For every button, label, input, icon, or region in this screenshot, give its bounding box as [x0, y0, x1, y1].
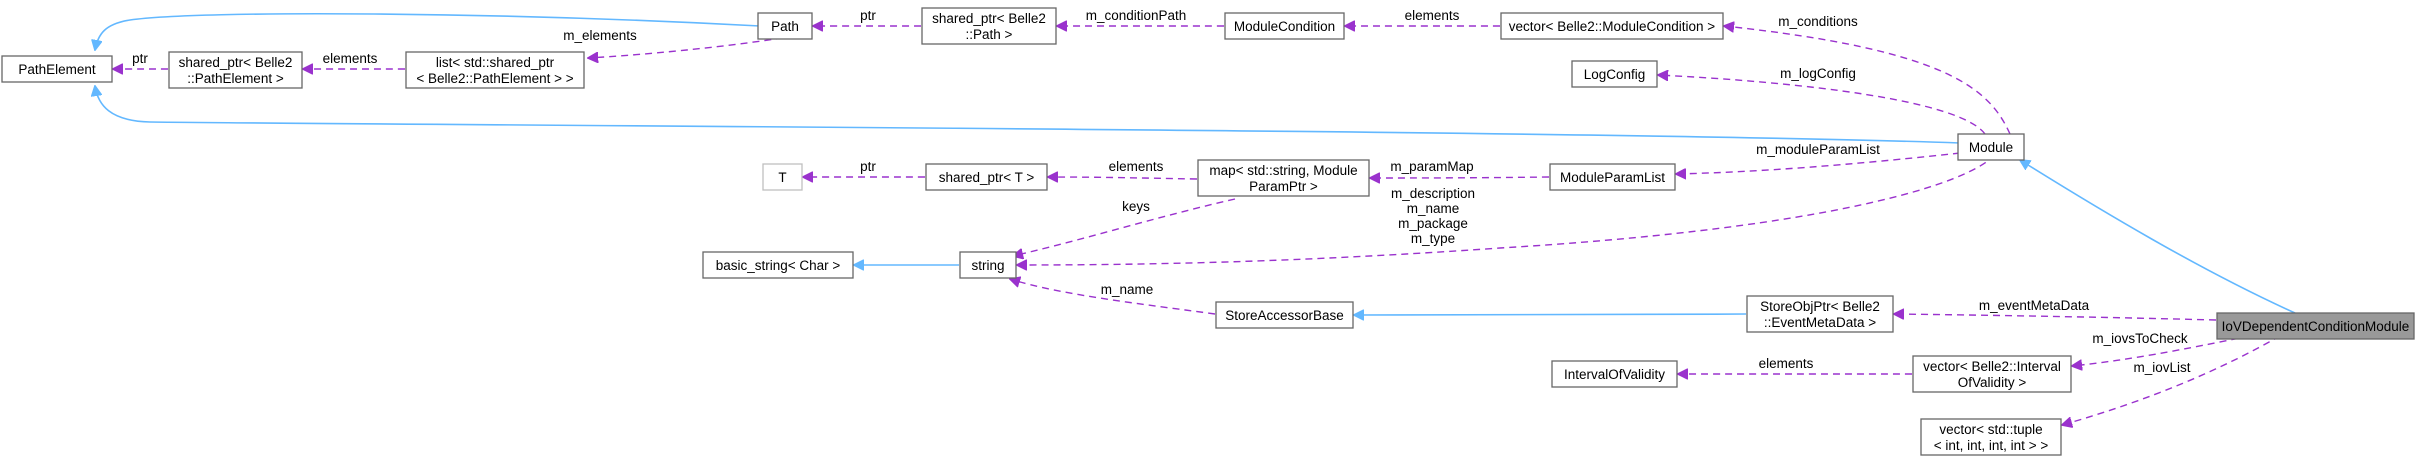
node-t-label: T [778, 170, 786, 185]
node-vector-module-condition[interactable]: vector< Belle2::ModuleCondition > [1500, 12, 1724, 40]
node-shared-ptr-t-label: shared_ptr< T > [939, 170, 1035, 185]
label-keys: keys [1122, 199, 1150, 214]
node-store-obj-ptr[interactable]: StoreObjPtr< Belle2 ::EventMetaData > [1746, 295, 1894, 333]
label-ptr-t: ptr [860, 159, 876, 174]
edge-elements-map [1048, 177, 1198, 179]
label-m-iovstocheck: m_iovsToCheck [2092, 331, 2188, 346]
edge-m-iovstocheck [2072, 335, 2251, 366]
node-module-param-list[interactable]: ModuleParamList [1549, 163, 1676, 191]
label-ptr-pathelement: ptr [132, 51, 148, 66]
node-vector-module-condition-label: vector< Belle2::ModuleCondition > [1509, 19, 1715, 34]
edge-labels: ptr elements m_elements ptr m_conditionP… [132, 8, 2191, 375]
node-basic-string-label: basic_string< Char > [716, 258, 841, 273]
node-path-element-label: PathElement [18, 62, 96, 77]
edge-m-eventmetadata [1894, 314, 2217, 321]
node-module-label: Module [1969, 140, 2013, 155]
label-elements-map: elements [1109, 159, 1164, 174]
label-m-name-module: m_name [1407, 201, 1460, 216]
node-shared-ptr-t[interactable]: shared_ptr< T > [925, 163, 1048, 191]
node-shared-ptr-path-element[interactable]: shared_ptr< Belle2 ::PathElement > [168, 51, 303, 89]
node-shared-ptr-path[interactable]: shared_ptr< Belle2 ::Path > [921, 7, 1057, 45]
label-m-name: m_name [1101, 282, 1154, 297]
node-path[interactable]: Path [757, 12, 813, 40]
edge-m-moduleparamlist [1676, 152, 1961, 174]
node-shared-ptr-path-element-line2: ::PathElement > [187, 71, 284, 86]
edge-module-string [1017, 154, 1996, 265]
label-m-iovlist: m_iovList [2133, 360, 2190, 375]
label-m-moduleparamlist: m_moduleParamList [1756, 142, 1880, 157]
node-iov-dependent-condition-module-label: IoVDependentConditionModule [2222, 319, 2410, 334]
node-store-accessor-base[interactable]: StoreAccessorBase [1215, 301, 1354, 329]
edge-keys [1013, 198, 1236, 256]
label-m-package: m_package [1398, 216, 1468, 231]
label-m-description: m_description [1391, 186, 1475, 201]
node-path-element[interactable]: PathElement [1, 55, 113, 83]
node-vector-tuple[interactable]: vector< std::tuple < int, int, int, int … [1920, 418, 2062, 456]
node-interval-of-validity-label: IntervalOfValidity [1564, 367, 1665, 382]
node-shared-ptr-path-element-line1: shared_ptr< Belle2 [179, 55, 293, 70]
node-shared-ptr-path-line2: ::Path > [966, 27, 1013, 42]
node-list-shared-ptr[interactable]: list< std::shared_ptr < Belle2::PathElem… [405, 51, 585, 89]
edge-m-conditions [1724, 26, 2011, 135]
edge-m-elements [588, 35, 796, 58]
edge-m-name [1010, 279, 1216, 315]
node-log-config-label: LogConfig [1584, 67, 1646, 82]
node-shared-ptr-path-line1: shared_ptr< Belle2 [932, 11, 1046, 26]
node-vector-interval-line1: vector< Belle2::Interval [1923, 359, 2061, 374]
node-basic-string[interactable]: basic_string< Char > [702, 251, 854, 279]
label-ptr-path: ptr [860, 8, 876, 23]
label-m-conditions: m_conditions [1778, 14, 1858, 29]
label-elements-iov: elements [1759, 356, 1814, 371]
edge-iov-inherits-module [2020, 160, 2296, 314]
node-map-string[interactable]: map< std::string, Module ParamPtr > [1197, 159, 1370, 197]
edge-path-inherits-pathelement [95, 12, 761, 50]
edge-m-parammap [1370, 177, 1550, 178]
node-t[interactable]: T [762, 163, 803, 191]
node-iov-dependent-condition-module[interactable]: IoVDependentConditionModule [2216, 312, 2415, 340]
node-path-label: Path [771, 19, 799, 34]
label-elements-condition: elements [1405, 8, 1460, 23]
node-module[interactable]: Module [1957, 133, 2025, 161]
node-vector-tuple-line2: < int, int, int, int > > [1934, 438, 2049, 453]
node-map-string-line1: map< std::string, Module [1209, 163, 1357, 178]
node-log-config[interactable]: LogConfig [1571, 60, 1658, 88]
label-m-conditionpath: m_conditionPath [1086, 8, 1187, 23]
label-m-elements: m_elements [563, 28, 637, 43]
node-string[interactable]: string [959, 251, 1017, 279]
node-string-label: string [971, 258, 1004, 273]
nodes: PathElement shared_ptr< Belle2 ::PathEle… [1, 7, 2415, 456]
edge-m-logconfig [1658, 75, 1986, 135]
label-m-type: m_type [1411, 231, 1455, 246]
edges [95, 12, 2296, 425]
label-m-eventmetadata: m_eventMetaData [1979, 298, 2090, 313]
node-module-param-list-label: ModuleParamList [1560, 170, 1665, 185]
node-store-obj-ptr-line2: ::EventMetaData > [1764, 315, 1876, 330]
node-map-string-line2: ParamPtr > [1249, 179, 1318, 194]
node-vector-interval-line2: OfValidity > [1958, 375, 2027, 390]
node-list-shared-ptr-line1: list< std::shared_ptr [436, 55, 555, 70]
label-elements-list: elements [323, 51, 378, 66]
node-list-shared-ptr-line2: < Belle2::PathElement > > [416, 71, 573, 86]
node-module-condition-label: ModuleCondition [1234, 19, 1335, 34]
edge-storeobjptr-inherits-storeaccessorbase [1354, 314, 1747, 315]
node-interval-of-validity[interactable]: IntervalOfValidity [1551, 360, 1678, 388]
label-m-parammap: m_paramMap [1390, 159, 1473, 174]
node-vector-tuple-line1: vector< std::tuple [1939, 422, 2042, 437]
node-store-accessor-base-label: StoreAccessorBase [1225, 308, 1344, 323]
edge-module-inherits-pathelement [95, 86, 1961, 144]
edge-m-iovlist [2062, 335, 2281, 425]
node-module-condition[interactable]: ModuleCondition [1224, 12, 1345, 40]
node-vector-interval[interactable]: vector< Belle2::Interval OfValidity > [1912, 355, 2072, 393]
label-m-logconfig: m_logConfig [1780, 66, 1856, 81]
node-store-obj-ptr-line1: StoreObjPtr< Belle2 [1760, 299, 1880, 314]
